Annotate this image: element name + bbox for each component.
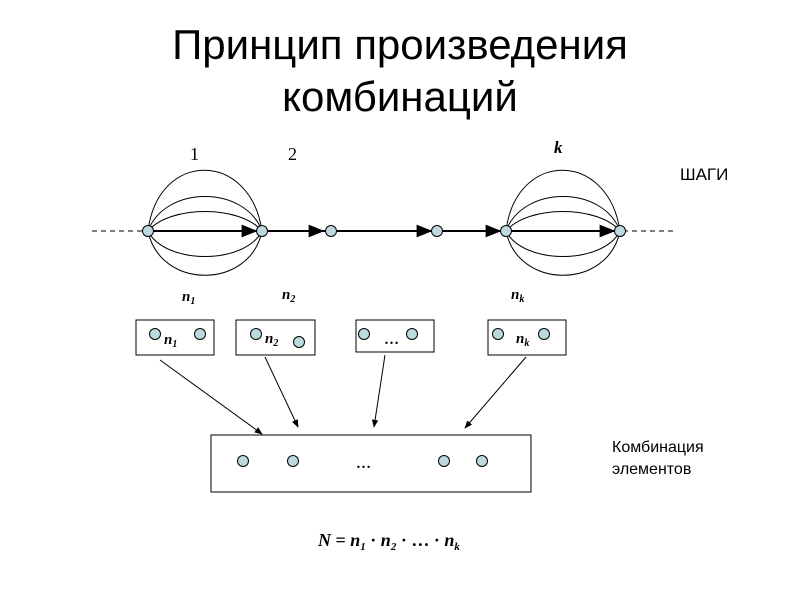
steps-axis-label: ШАГИ	[680, 165, 728, 184]
step-node	[256, 225, 268, 237]
count-label-k: nk	[511, 287, 524, 305]
choice-arcs-left	[147, 169, 263, 276]
step-label-k: k	[554, 138, 563, 157]
box-3-label: …	[384, 332, 399, 348]
combination-ellipsis: …	[356, 456, 371, 472]
step-node	[614, 225, 626, 237]
element-dot	[250, 328, 262, 340]
count-label-2: n2	[282, 287, 295, 305]
product-formula: N = n1 · n2 · … · nk	[317, 530, 460, 553]
element-dot	[406, 328, 418, 340]
count-label-1: n1	[182, 289, 195, 307]
element-dot	[438, 455, 450, 467]
element-dot	[287, 455, 299, 467]
step-node	[142, 225, 154, 237]
step-label-1: 1	[190, 144, 199, 164]
combination-label-line-2: элементов	[612, 461, 691, 478]
page-title-line-2: комбинаций	[282, 73, 518, 120]
step-node	[500, 225, 512, 237]
step-node	[325, 225, 337, 237]
combination-label-line-1: Комбинация	[612, 439, 704, 456]
step-nodes	[142, 225, 626, 237]
choice-arcs-right	[505, 169, 621, 276]
element-dot	[237, 455, 249, 467]
step-label-2: 2	[288, 144, 297, 164]
element-dot	[194, 328, 206, 340]
element-dot	[492, 328, 504, 340]
element-dot	[476, 455, 488, 467]
step-node	[431, 225, 443, 237]
element-dot	[538, 328, 550, 340]
box-1-label: n1	[164, 332, 177, 350]
element-dot	[358, 328, 370, 340]
element-dot	[149, 328, 161, 340]
box-2-label: n2	[265, 331, 278, 349]
element-dot	[293, 336, 305, 348]
box-k-label: nk	[516, 331, 529, 349]
combination-arrows	[159, 354, 527, 435]
page-title-line-1: Принцип произведения	[172, 21, 628, 68]
